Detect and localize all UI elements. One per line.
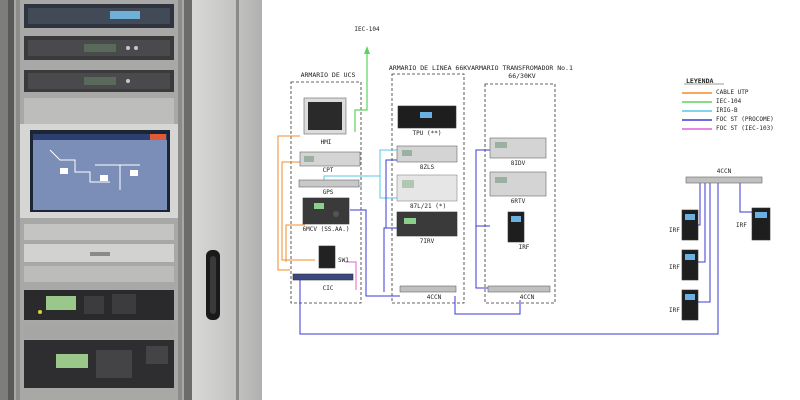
label-4ccn-ext: 4CCN (716, 168, 732, 175)
label-irf-4: IRF (736, 222, 747, 229)
legend-item-procome: FOC ST (PROCOME) (716, 116, 774, 123)
rack-panel-1 (24, 36, 174, 60)
device-87l21 (396, 174, 458, 202)
legend-item-iec104: IEC-104 (716, 98, 742, 105)
label-87l21: 87L/21 (*) (409, 203, 447, 210)
device-irf-1 (681, 209, 699, 241)
label-6rtv: 6RTV (510, 198, 526, 205)
rack-panel-4 (24, 340, 174, 388)
legend-title: LEYENDA (686, 77, 714, 85)
rack-panel-2 (24, 70, 174, 92)
cabinet-line-frame (391, 73, 465, 304)
label-cic: CIC (322, 285, 334, 292)
rack-drawer (24, 244, 174, 262)
network-diagram: IEC-104 ARMARIO DE UCS ARMARIO DE LINEA … (262, 0, 800, 400)
rack-panel-3 (24, 290, 174, 320)
iec104-top-label: IEC-104 (354, 26, 380, 33)
label-irf-1: IRF (669, 227, 680, 234)
legend-swatches (682, 83, 724, 130)
device-irf-3 (681, 289, 699, 321)
device-4ccn-trafo (487, 285, 551, 293)
label-irf-3: IRF (669, 307, 680, 314)
label-6mcv: 6MCV (SS.AA.) (302, 226, 350, 233)
legend-item-utp: CABLE UTP (716, 89, 749, 96)
label-4ccn-trafo: 4CCN (519, 294, 535, 301)
cabinet-trafo-title-2: 66/30KV (508, 72, 536, 80)
cabinet-line-title: ARMARIO DE LINEA 66KV (388, 64, 472, 72)
device-tpu (397, 105, 457, 129)
device-6mcv (302, 197, 350, 225)
device-cic (292, 273, 354, 281)
device-hmi (303, 97, 347, 135)
label-8idv: 8IDV (510, 160, 526, 167)
device-7irv (396, 211, 458, 237)
device-8zls (396, 145, 458, 163)
label-4ccn-line: 4CCN (426, 294, 442, 301)
cabinet-photo (0, 0, 262, 400)
device-irf-4 (751, 207, 771, 241)
device-8idv (489, 137, 547, 159)
label-hmi: HMI (320, 139, 332, 146)
device-irf-2 (681, 249, 699, 281)
cabinet-ucs-frame (290, 81, 362, 304)
label-gps: GPS (322, 189, 334, 196)
device-sw1 (318, 245, 336, 269)
cabinet-photo-drawing (0, 0, 262, 400)
device-4ccn-line (399, 285, 457, 293)
device-4ccn-ext (685, 176, 763, 184)
device-cpt (299, 151, 361, 167)
cabinet-trafo-frame (484, 83, 556, 304)
label-cpt: CPT (322, 167, 334, 174)
rack-controller-header (24, 4, 174, 28)
cabinet-ucs-title: ARMARIO DE UCS (300, 71, 356, 79)
label-tpu: TPU (**) (412, 130, 442, 137)
device-6rtv (489, 171, 547, 197)
label-7irv: 7IRV (419, 238, 435, 245)
label-sw1: SW1 (338, 257, 349, 264)
cabinet-trafo-title-1: ARMARIO TRANSFROMADOR No.1 (471, 64, 573, 72)
legend-item-iec103: FOC ST (IEC-103) (716, 125, 774, 132)
device-gps (298, 179, 360, 188)
label-irf-2: IRF (669, 264, 680, 271)
legend-item-irigb: IRIG-B (716, 107, 738, 114)
device-irf-trafo (507, 211, 525, 243)
label-8zls: 8ZLS (419, 164, 435, 171)
door-handle (206, 250, 220, 320)
rack-touchscreen-monitor (20, 124, 178, 218)
label-irf-trafo: IRF (518, 244, 530, 251)
diagram-lines (277, 46, 771, 335)
